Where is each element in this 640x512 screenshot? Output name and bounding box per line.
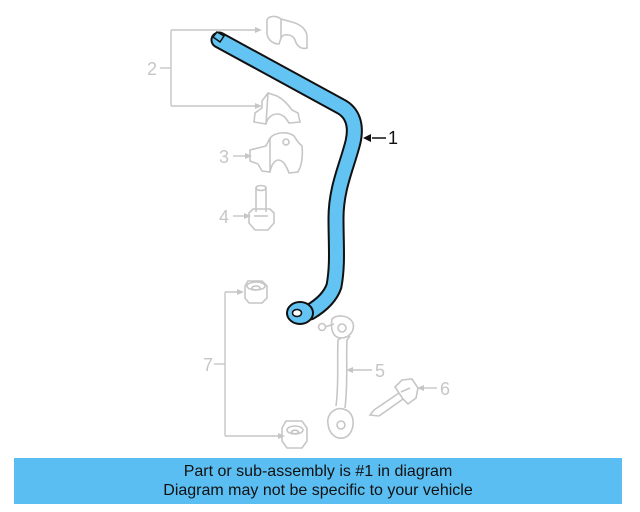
part-1-stabilizer-bar[interactable] xyxy=(210,31,363,325)
callout-7-label: 7 xyxy=(203,355,213,375)
banner-line-part-number: Part or sub-assembly is #1 in diagram xyxy=(183,463,453,480)
callout-1-label: 1 xyxy=(388,128,398,148)
callout-1-leader xyxy=(363,134,386,142)
part-2-lower-bracket[interactable] xyxy=(253,92,301,125)
leader-arrowheads xyxy=(237,27,424,439)
part-4-bolt[interactable] xyxy=(248,184,275,231)
banner-line-disclaimer: Diagram may not be specific to your vehi… xyxy=(163,482,473,499)
part-5-stabilizer-link[interactable] xyxy=(317,315,355,439)
callout-5-label: 5 xyxy=(375,361,385,381)
part-7-lower-nut[interactable] xyxy=(281,420,308,449)
callout-6-label: 6 xyxy=(440,379,450,399)
part-6-bolt[interactable] xyxy=(368,378,419,417)
callout-4-label: 4 xyxy=(219,207,229,227)
callout-3-label: 3 xyxy=(219,147,229,167)
parts-diagram: 1 2 3 4 5 6 7 xyxy=(147,15,450,449)
leader-lines xyxy=(160,29,437,437)
part-3-clamp[interactable] xyxy=(249,132,304,174)
info-banner: Part or sub-assembly is #1 in diagram Di… xyxy=(14,458,622,504)
callout-2-label: 2 xyxy=(147,59,157,79)
part-7-upper-nut[interactable] xyxy=(244,280,268,304)
part-2-upper-bushing[interactable] xyxy=(266,15,308,50)
